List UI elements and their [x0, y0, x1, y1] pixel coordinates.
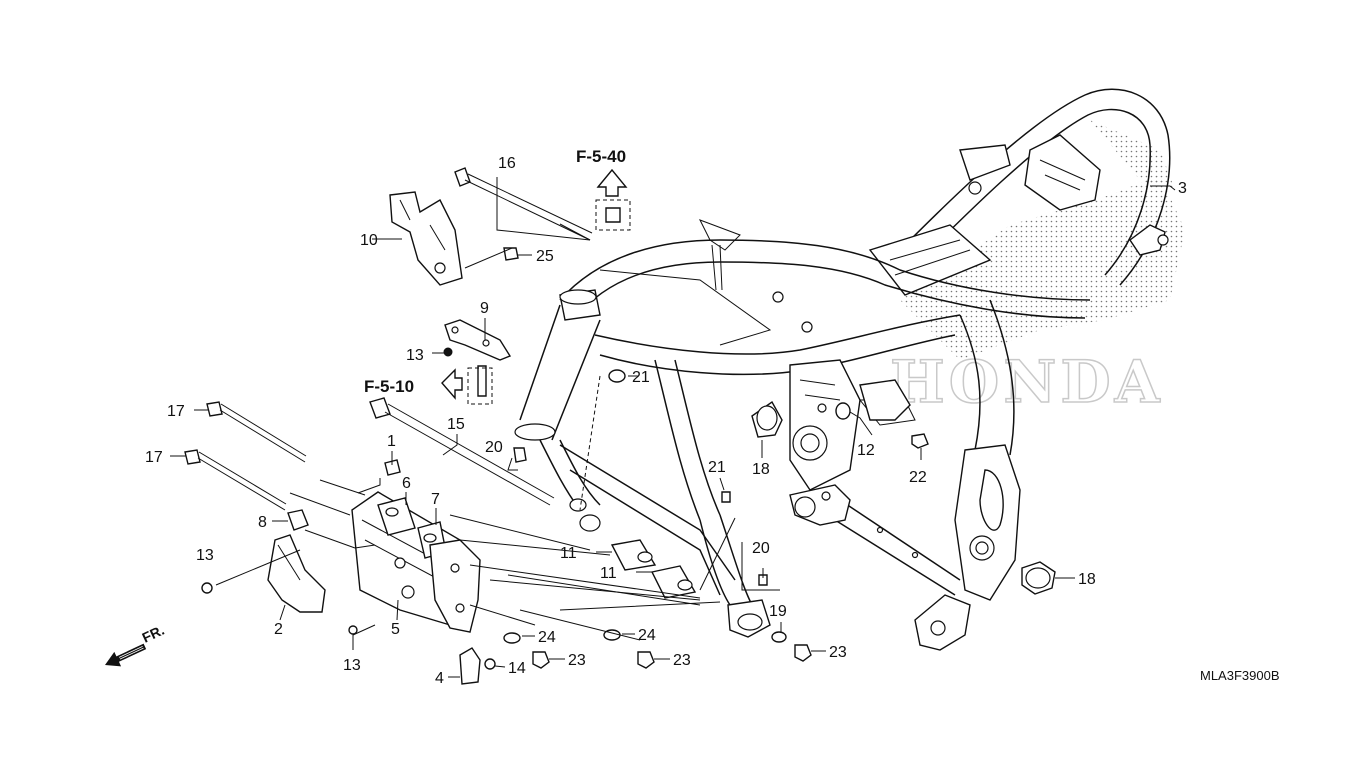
part-24-washer-left	[503, 632, 521, 644]
callout-20-upper: 20	[485, 439, 503, 456]
part-5-side-plate	[429, 539, 481, 633]
part-15-bolt	[369, 397, 555, 506]
part-13-screw-bottom	[348, 625, 358, 635]
callout-23-middle: 23	[673, 652, 691, 669]
part-20-grommet-upper	[513, 447, 527, 463]
callout-23-left: 23	[568, 652, 586, 669]
callout-11-lower: 11	[600, 565, 617, 582]
callout-3: 3	[1178, 180, 1187, 197]
callout-21-lower: 21	[708, 459, 726, 476]
callout-23-right: 23	[829, 644, 847, 661]
diagram-code: MLA3F3900B	[1200, 668, 1280, 683]
part-6-collar	[377, 497, 416, 536]
callout-20-lower: 20	[752, 540, 770, 557]
part-9-bracket	[444, 319, 512, 361]
callout-21-upper: 21	[632, 369, 650, 386]
part-18-cap-right	[1021, 561, 1056, 595]
callout-2: 2	[274, 621, 283, 638]
callout-15: 15	[447, 416, 465, 433]
part-20-grommet-lower	[758, 574, 768, 586]
callout-25: 25	[536, 248, 554, 265]
honda-watermark: HONDA	[890, 348, 1164, 416]
main-frame	[514, 88, 1185, 651]
part-11-collar-lower	[650, 565, 697, 599]
callout-24-left: 24	[538, 629, 556, 646]
callout-5: 5	[391, 621, 400, 638]
callout-4: 4	[435, 670, 444, 687]
callout-1: 1	[387, 433, 396, 450]
part-17-bolt-upper	[206, 401, 307, 463]
part-13-screw-left	[201, 582, 213, 594]
callout-19: 19	[769, 603, 787, 620]
part-1-nut	[384, 459, 401, 476]
callout-8: 8	[258, 514, 267, 531]
part-18-cap-left	[751, 400, 783, 438]
part-21-clip-upper	[608, 369, 626, 383]
part-23-nut-right	[794, 644, 812, 662]
ref-f-5-10-indicator	[441, 367, 493, 405]
part-4-clip	[459, 647, 481, 685]
callout-13-bottom: 13	[343, 657, 361, 674]
ref-f-5-40: F-5-40	[576, 147, 626, 166]
callout-10: 10	[360, 232, 378, 249]
part-25-bolt	[503, 247, 519, 261]
front-direction-arrow	[105, 643, 147, 667]
part-22-nut	[911, 433, 929, 449]
callout-13-upper: 13	[406, 347, 424, 364]
callout-17-upper: 17	[167, 403, 185, 420]
part-21-clip-lower	[721, 491, 731, 503]
part-16-long-bolt	[454, 167, 593, 241]
callout-16: 16	[498, 155, 516, 172]
part-19-washer	[771, 631, 787, 643]
callout-13-left: 13	[196, 547, 214, 564]
callout-18-left: 18	[752, 461, 770, 478]
part-14-bolt	[484, 658, 496, 670]
part-17-bolt-lower	[184, 449, 287, 511]
callout-7: 7	[431, 491, 440, 508]
callout-14: 14	[508, 660, 526, 677]
callout-17-lower: 17	[145, 449, 163, 466]
callout-18-right: 18	[1078, 571, 1096, 588]
screw-f510	[477, 365, 487, 397]
leader-lines	[170, 177, 1176, 678]
part-13-screw-upper	[443, 347, 453, 357]
callout-11-upper: 11	[560, 545, 577, 562]
callout-12: 12	[857, 442, 875, 459]
callout-22: 22	[909, 469, 927, 486]
callout-6: 6	[402, 475, 411, 492]
ref-f-5-10: F-5-10	[364, 377, 414, 396]
part-11-collar-upper	[610, 539, 657, 571]
part-23-nut-left	[532, 651, 550, 669]
callout-9: 9	[480, 300, 489, 317]
part-10-bracket	[389, 191, 463, 286]
part-23-nut-middle	[637, 651, 655, 669]
front-direction-label: FR.	[140, 622, 167, 646]
part-2-bracket	[267, 534, 326, 613]
ref-f-5-40-indicator	[595, 168, 631, 231]
part-12-spacer	[835, 402, 851, 420]
callout-24-right: 24	[638, 627, 656, 644]
part-8-spacer	[287, 509, 309, 531]
